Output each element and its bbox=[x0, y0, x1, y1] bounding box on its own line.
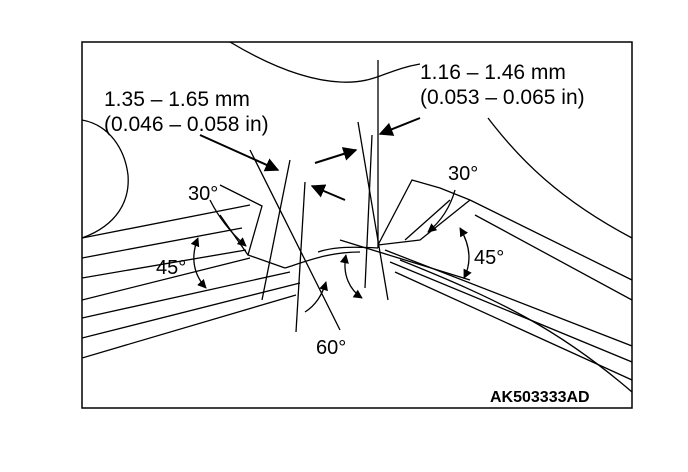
angle-label-bottom: 60° bbox=[316, 337, 346, 359]
angle-arc-left-30 bbox=[209, 199, 247, 247]
line-drawing bbox=[82, 42, 632, 393]
angle-label-right-lower: 45° bbox=[474, 247, 504, 269]
angle-arc-right-30 bbox=[427, 189, 456, 233]
angle-arc-left-45 bbox=[190, 237, 207, 289]
dimension-right-line2: (0.053 – 0.065 in) bbox=[420, 86, 585, 109]
angle-label-right-upper: 30° bbox=[448, 163, 478, 185]
dimension-right-line1: 1.16 – 1.46 mm bbox=[420, 61, 566, 84]
dimension-arrow-left-a bbox=[199, 134, 280, 172]
dimension-arrow-right-b bbox=[314, 147, 358, 164]
angle-arc-right-45 bbox=[459, 227, 472, 279]
angle-arc-bottom-60-right bbox=[339, 254, 363, 299]
angle-label-left-upper: 30° bbox=[188, 183, 218, 205]
dimension-left-line1: 1.35 – 1.65 mm bbox=[104, 88, 250, 111]
figure-code: AK503333AD bbox=[490, 389, 590, 406]
angle-arc-bottom-60-left bbox=[304, 281, 328, 313]
dimension-arrow-right-a bbox=[378, 117, 421, 136]
diagram-frame bbox=[81, 41, 633, 409]
angle-label-left-lower: 45° bbox=[156, 257, 186, 279]
dimension-left-line2: (0.046 – 0.058 in) bbox=[104, 113, 269, 136]
dimension-arrow-left-b bbox=[310, 184, 346, 201]
